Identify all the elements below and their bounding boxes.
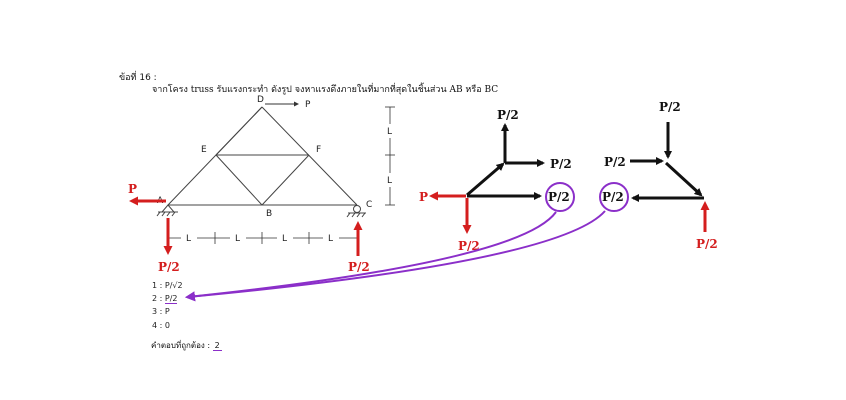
choice-3-label: P xyxy=(164,307,170,316)
correct-answer-label: คำตอบที่ถูกต้อง : xyxy=(151,341,211,350)
fbd-c-reaction-label: P/2 xyxy=(696,237,718,251)
question-text: จากโครง truss รับแรงกระทำ ดังรูป จงหาแรง… xyxy=(152,85,499,95)
span-gap-4 xyxy=(323,232,339,244)
span-gap-3 xyxy=(277,232,293,244)
fbd-joint-a xyxy=(429,123,545,234)
choice-1-label: P/√2 xyxy=(164,281,183,290)
choice-1[interactable]: 1 : P/√2 xyxy=(152,281,183,290)
choice-3[interactable]: 3 : P xyxy=(152,307,170,316)
pin-support-a xyxy=(156,204,178,217)
node-c-label: C xyxy=(366,200,372,210)
choice-4[interactable]: 4 : 0 xyxy=(152,321,170,330)
node-b-label: B xyxy=(266,209,272,219)
height-label-2: L xyxy=(387,176,392,186)
span-gap-2 xyxy=(230,232,246,244)
fbd-a-circled-label: P/2 xyxy=(548,190,570,204)
fbd-c-up-label: P/2 xyxy=(659,100,681,114)
node-f-label: F xyxy=(316,145,321,155)
correct-answer-value: 2 xyxy=(212,341,222,351)
fbd-c-left-top-label: P/2 xyxy=(604,155,626,169)
question-number: ข้อที่ 16 : xyxy=(119,73,157,83)
height-dimension-line xyxy=(385,106,395,206)
span-label-4: L xyxy=(328,234,333,244)
horizontal-load-label: P xyxy=(128,182,137,196)
span-label-1: L xyxy=(186,234,191,244)
fbd-a-up-label: P/2 xyxy=(497,108,519,122)
span-label-3: L xyxy=(282,234,287,244)
height-gap-2 xyxy=(384,173,396,187)
right-reaction-label: P/2 xyxy=(348,260,370,274)
choice-4-label: 0 xyxy=(164,321,170,330)
fbd-a-left-label: P xyxy=(419,190,428,204)
fbd-joint-c xyxy=(630,122,710,232)
pointer-curve-right xyxy=(185,210,606,302)
roller-support-c xyxy=(346,205,366,218)
node-d-label: D xyxy=(257,95,264,105)
choice-2[interactable]: 2 : P/2 xyxy=(152,294,178,304)
choice-1-number: 1 : xyxy=(152,281,163,290)
left-reaction-label: P/2 xyxy=(158,260,180,274)
fbd-a-right-top-label: P/2 xyxy=(550,157,572,171)
height-label-1: L xyxy=(387,127,392,137)
correct-answer: คำตอบที่ถูกต้อง : 2 xyxy=(151,339,222,352)
choice-4-number: 4 : xyxy=(152,321,163,330)
fbd-a-down-label: P/2 xyxy=(458,239,480,253)
choice-2-label: P/2 xyxy=(164,294,178,304)
span-label-2: L xyxy=(235,234,240,244)
choice-3-number: 3 : xyxy=(152,307,163,316)
fbd-c-diagonal-arrow xyxy=(664,161,703,197)
fbd-a-diagonal-arrow xyxy=(466,162,505,197)
fbd-c-circle xyxy=(599,182,629,212)
load-d-label: P xyxy=(305,100,311,110)
node-e-label: E xyxy=(201,145,207,155)
fbd-c-circled-label: P/2 xyxy=(602,190,624,204)
choice-2-number: 2 : xyxy=(152,294,163,303)
pointer-curve-left xyxy=(185,211,557,302)
fbd-a-circle xyxy=(545,182,575,212)
span-gap-1 xyxy=(181,232,197,244)
height-gap-1 xyxy=(384,124,396,138)
truss-members xyxy=(167,106,358,206)
